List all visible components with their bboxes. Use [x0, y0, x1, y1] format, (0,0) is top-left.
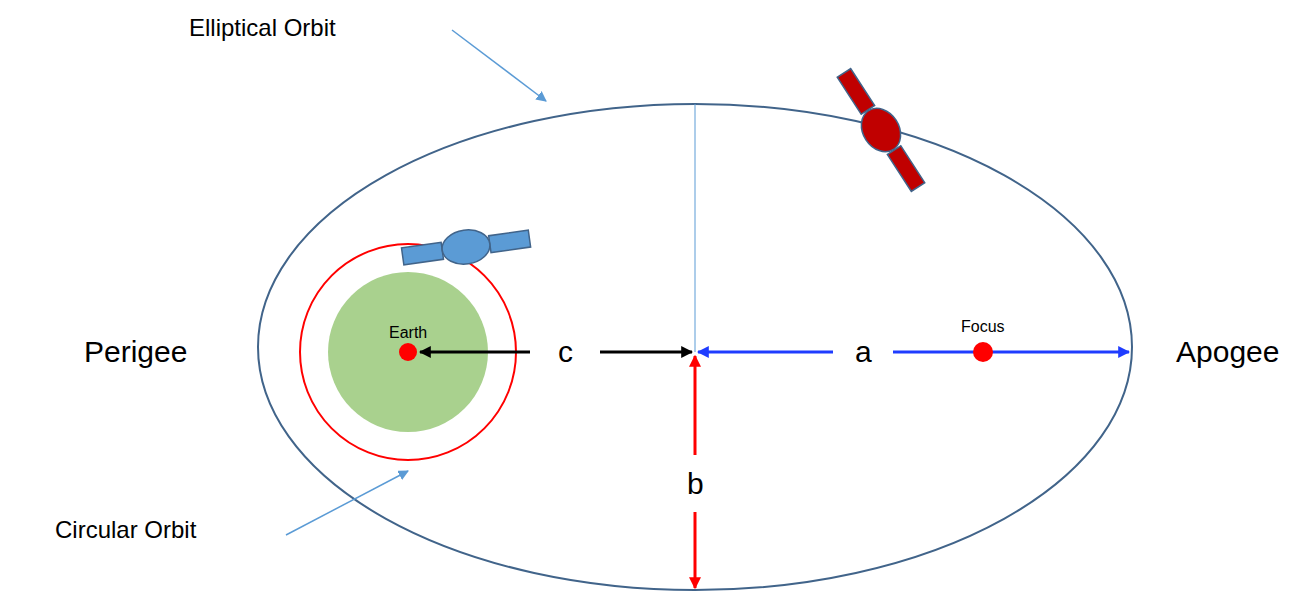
- orbit-label: Elliptical Orbit: [189, 14, 336, 42]
- earth-circle: Earth: [328, 272, 488, 432]
- leader-line: [452, 30, 546, 101]
- a-arrow: [893, 351, 1129, 354]
- b-arrow: [694, 356, 697, 455]
- c-arrow: [600, 351, 692, 354]
- c-arrow: [420, 351, 530, 354]
- blue-satellite: [400, 221, 531, 272]
- focus-dot: [973, 342, 993, 362]
- dimension-label: a: [855, 335, 872, 370]
- node-text: Earth: [389, 324, 427, 342]
- earth-center-dot: [399, 343, 417, 361]
- minor-axis-line: [695, 104, 696, 352]
- end-label: Apogee: [1176, 335, 1279, 370]
- elliptical-orbit: [258, 104, 1132, 590]
- b-arrow: [694, 512, 697, 588]
- a-arrow: [698, 351, 833, 354]
- leader-line: [286, 471, 408, 535]
- dimension-label: b: [687, 467, 704, 502]
- dimension-label: c: [558, 335, 573, 370]
- focus-label: Focus: [961, 318, 1005, 336]
- red-satellite: [829, 63, 933, 197]
- orbit-label: Circular Orbit: [55, 516, 196, 544]
- end-label: Perigee: [84, 335, 187, 370]
